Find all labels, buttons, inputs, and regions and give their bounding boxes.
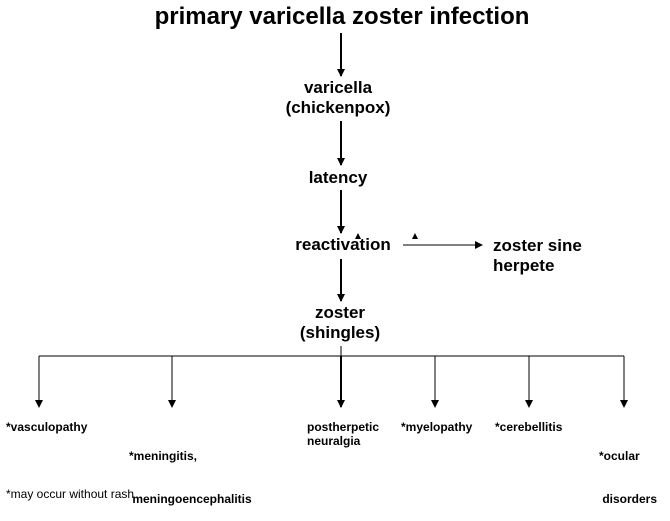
diagram-title: primary varicella zoster infection: [154, 3, 530, 30]
small-triangle-marker: [412, 233, 418, 239]
node-zoster-sine-herpete: zoster sine herpete: [493, 236, 582, 275]
leaf-vasculopathy: *vasculopathy: [6, 420, 87, 434]
leaf-postherpetic-neuralgia-line-2: neuralgia: [307, 434, 361, 449]
leaf-ocular-disorders: *ocular disorders: [599, 420, 657, 521]
leaf-vasculopathy-line-1: *vasculopathy: [6, 420, 88, 434]
small-triangle-marker: [355, 233, 361, 239]
leaf-ocular-disorders-line-2: disorders: [599, 491, 658, 506]
leaf-cerebellitis-line-1: *cerebellitis: [495, 420, 563, 434]
leaf-meningitis-line-1: *meningitis,: [129, 448, 198, 463]
leaf-myelopathy: *myelopathy: [401, 420, 472, 434]
node-reactivation: reactivation: [295, 235, 391, 254]
node-latency: latency: [308, 168, 368, 187]
connector-lines: [35, 33, 628, 408]
node-zoster-line-1: zoster: [314, 303, 366, 322]
leaf-myelopathy-line-1: *myelopathy: [401, 420, 473, 434]
footnote: *may occur without rash: [6, 487, 135, 501]
node-zoster-sine-herpete-line-2: herpete: [493, 255, 555, 275]
node-varicella-line-2: (chickenpox): [285, 97, 391, 117]
node-zoster: zoster (shingles): [280, 303, 400, 342]
leaf-meningitis-line-2: meningoencephalitis: [129, 491, 252, 506]
leaf-ocular-disorders-line-1: *ocular: [599, 448, 640, 463]
leaf-cerebellitis: *cerebellitis: [495, 420, 562, 434]
node-varicella-line-1: varicella: [303, 78, 373, 97]
node-varicella: varicella (chickenpox): [278, 78, 398, 117]
leaf-meningitis: *meningitis, meningoencephalitis: [129, 420, 252, 521]
node-zoster-line-2: (shingles): [299, 322, 381, 342]
node-zoster-sine-herpete-line-1: zoster sine: [493, 236, 582, 255]
leaf-postherpetic-neuralgia: postherpetic neuralgia: [307, 420, 379, 449]
leaf-postherpetic-neuralgia-line-1: postherpetic: [307, 420, 380, 434]
